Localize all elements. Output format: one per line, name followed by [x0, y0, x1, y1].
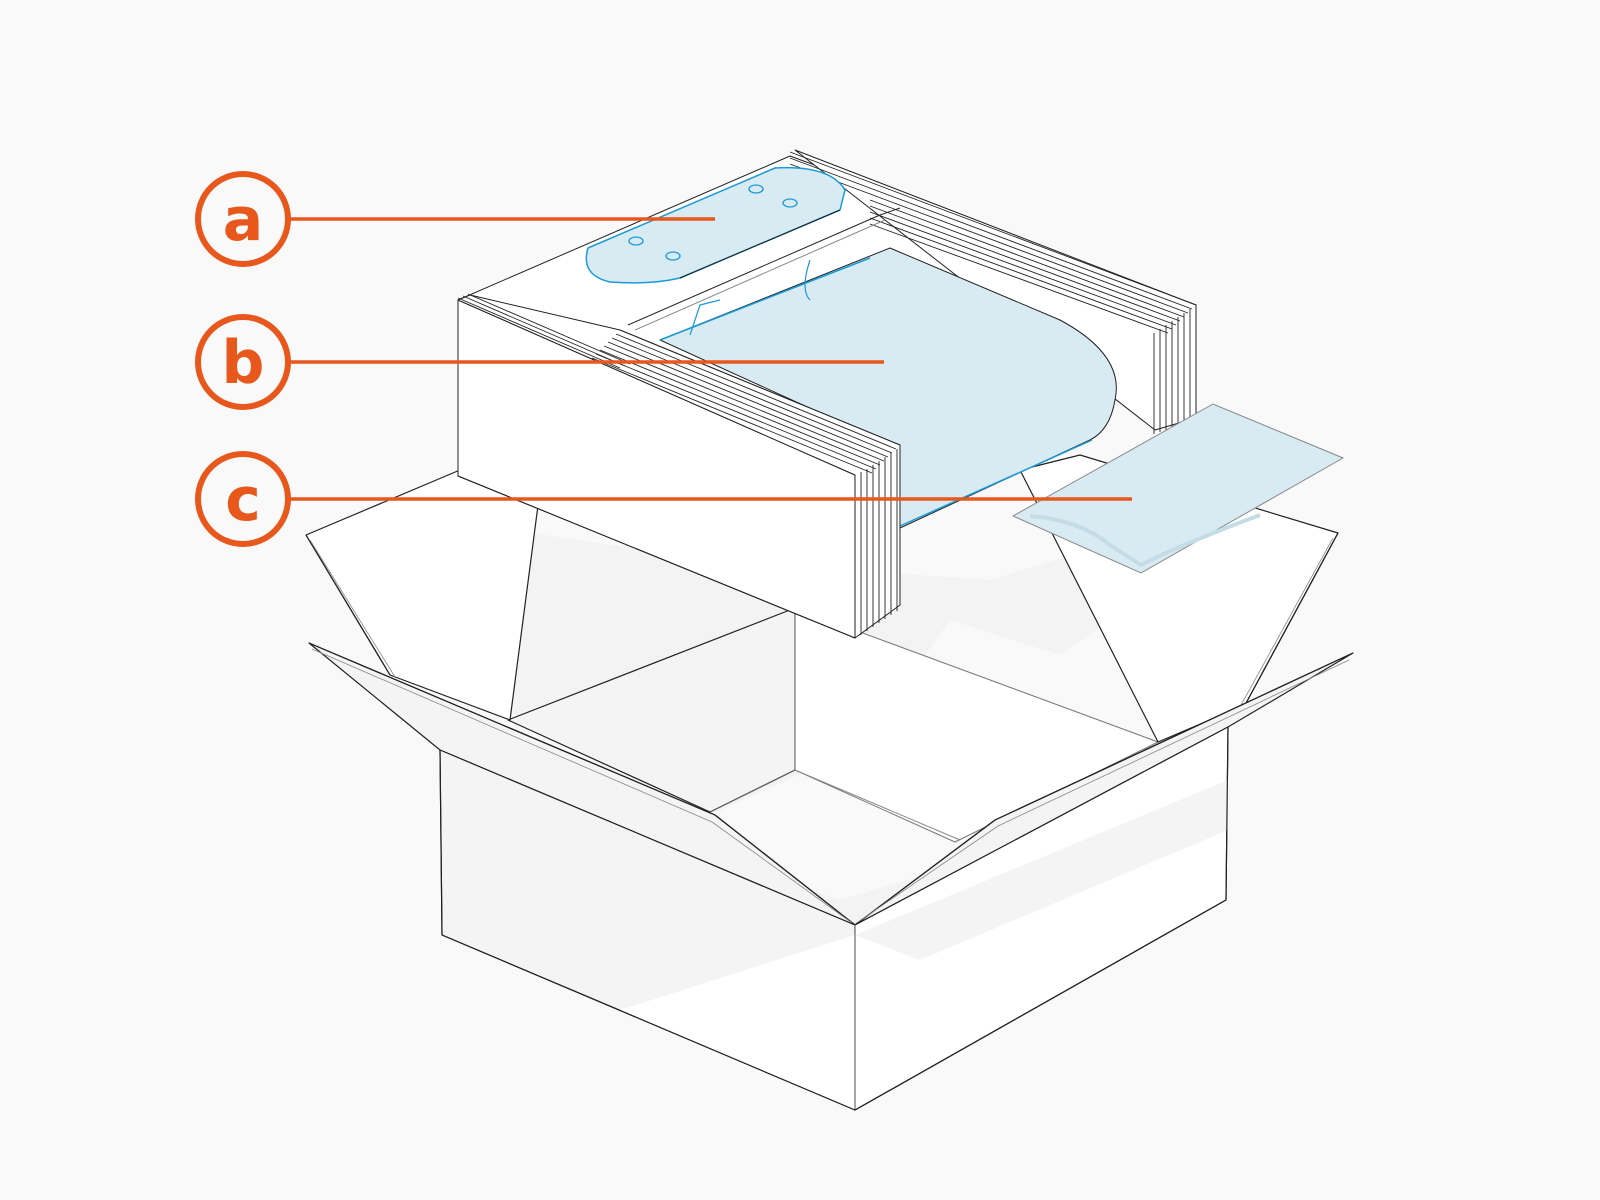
part-c-pouch [1011, 403, 1345, 574]
callout-label-c: c [225, 465, 261, 535]
foam-insert [457, 149, 1197, 639]
callout-b: b [195, 314, 884, 410]
callout-c: c [195, 451, 1132, 547]
part-a-plate [585, 166, 846, 284]
foam-layers-back [789, 151, 1197, 434]
plate-holes [628, 184, 798, 261]
callout-circle-c [195, 451, 291, 547]
foam-layers-front [457, 293, 901, 638]
callout-label-b: b [222, 328, 265, 398]
part-b-roll [659, 247, 1117, 529]
callout-a: a [195, 171, 715, 267]
callout-label-a: a [223, 185, 264, 255]
callout-circle-b [195, 314, 291, 410]
callout-circle-a [195, 171, 291, 267]
